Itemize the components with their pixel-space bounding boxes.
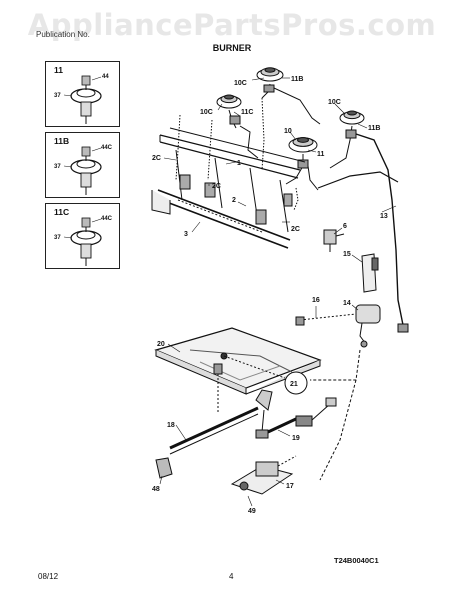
inset-label: 11B — [54, 136, 70, 146]
burner-head-left — [216, 94, 242, 109]
callout-label: 49 — [248, 508, 256, 515]
callout-label: 17 — [286, 483, 294, 490]
callout-label: 10C — [200, 109, 213, 116]
inset-callout: 44C — [101, 216, 113, 222]
footer-date: 08/12 — [38, 572, 59, 581]
inset-burner-drawing: 44C 37 — [54, 145, 113, 195]
callout-label: 2C — [291, 226, 300, 233]
inset-burner-11b: 11B 44C 37 — [45, 132, 120, 198]
callout-label: 10 — [284, 128, 292, 135]
callout-label: 48 — [152, 486, 160, 493]
callout-label: 11B — [368, 125, 380, 132]
publication-label: Publication No. — [36, 30, 90, 39]
inset-label: 11 — [54, 65, 63, 75]
inset-callout: 37 — [54, 164, 61, 170]
burner-head-center — [288, 137, 318, 153]
inset-burner-drawing: 44C 37 — [54, 216, 113, 266]
callout-label: 13 — [380, 213, 388, 220]
inset-label: 11C — [54, 207, 70, 217]
burner-head-right — [339, 110, 365, 125]
callout-label: 10C — [328, 99, 341, 106]
callout-label: 10C — [234, 80, 247, 87]
callout-label: 16 — [312, 297, 320, 304]
callout-label: 2C — [212, 183, 221, 190]
inset-callout: 44C — [101, 145, 113, 151]
page-number: 4 — [229, 572, 234, 581]
inset-burner-11c: 11C 44C 37 — [45, 203, 120, 269]
section-title: BURNER — [212, 43, 252, 53]
inset-burner-drawing: 44 37 — [54, 74, 109, 124]
callout-label: 15 — [343, 251, 351, 258]
callout-label: 14 — [343, 300, 351, 307]
callout-label: 11 — [317, 151, 325, 158]
inset-burner-11: 11 44 37 — [45, 61, 120, 127]
watermark: AppliancePartsPros.com — [27, 8, 437, 42]
burner-head-rear-left — [256, 67, 284, 82]
callout-label: 2 — [232, 197, 236, 204]
callout-label: 6 — [343, 223, 347, 230]
callout-label: 11B — [291, 76, 303, 83]
callout-label: 11C — [241, 109, 253, 116]
inset-callout: 37 — [54, 93, 61, 99]
callout-label: 21 — [290, 381, 298, 388]
callout-label: 3 — [184, 231, 188, 238]
callout-label: 2C — [152, 155, 161, 162]
callout-label: 20 — [157, 341, 165, 348]
callout-label: 19 — [292, 435, 300, 442]
diagram-code: T24B0040C1 — [334, 556, 379, 565]
callout-label: 18 — [167, 422, 175, 429]
inset-callout: 44 — [102, 74, 109, 80]
callout-label: 1 — [237, 160, 241, 167]
inset-callout: 37 — [54, 235, 61, 241]
